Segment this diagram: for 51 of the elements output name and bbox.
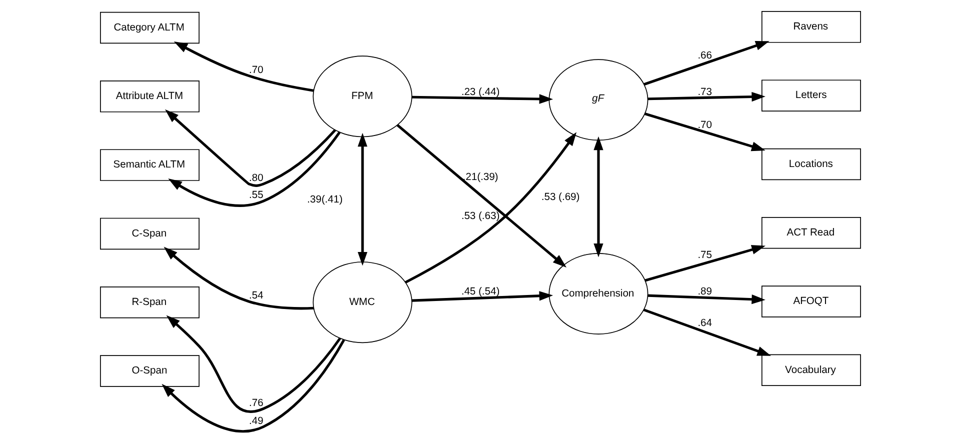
node-ellipse: FPM <box>312 56 412 138</box>
edge-label: .70 <box>698 120 712 131</box>
node-box: Vocabulary <box>761 354 861 386</box>
edge-label: .21(.39) <box>462 172 498 184</box>
node-ellipse: WMC <box>312 262 412 344</box>
arrow <box>644 244 766 282</box>
node-box: ACT Read <box>761 216 861 249</box>
node-box: Locations <box>761 148 861 180</box>
edge-label: .55 <box>249 190 264 202</box>
node-box: Semantic ALTM <box>100 149 200 181</box>
edge-label: .75 <box>698 250 712 262</box>
edge-label: .53 (.69) <box>541 192 580 203</box>
edge-label: .80 <box>249 173 264 184</box>
arrow <box>644 41 770 86</box>
node-box: Ravens <box>761 11 861 43</box>
arrow <box>164 246 314 310</box>
node-box: Attribute ALTM <box>100 80 200 112</box>
arrow <box>643 308 772 356</box>
arrow <box>644 112 766 152</box>
arrow <box>594 136 604 258</box>
edge-label: .64 <box>698 318 712 330</box>
edge-label: .53 (.63) <box>461 210 500 222</box>
edge-label: .66 <box>698 50 712 62</box>
edge-label: .89 <box>698 286 712 298</box>
edge-label: .76 <box>249 398 264 409</box>
node-box: Letters <box>761 80 861 112</box>
node-box: Category ALTM <box>100 12 200 44</box>
arrow <box>166 315 342 413</box>
edge-label: .70 <box>249 64 264 76</box>
arrow <box>165 109 336 187</box>
arrow <box>162 339 345 432</box>
edge-label: .39(.41) <box>307 194 343 206</box>
edge-label: .45 (.54) <box>461 286 500 298</box>
edge-label: .49 <box>249 416 264 427</box>
edge-label: .23 (.44) <box>461 87 500 98</box>
arrow <box>648 294 766 304</box>
arrow <box>174 41 314 92</box>
arrow <box>648 92 766 102</box>
arrow <box>412 291 554 302</box>
node-box: R-Span <box>100 286 200 318</box>
arrow <box>396 124 566 268</box>
edge-label: .73 <box>698 87 712 98</box>
arrow <box>358 132 368 266</box>
edge-label: .54 <box>249 290 264 302</box>
node-box: O-Span <box>100 355 200 387</box>
node-box: AFOQT <box>761 286 861 318</box>
node-ellipse: gF <box>548 59 648 141</box>
arrow <box>168 132 341 207</box>
arrow <box>412 94 554 104</box>
node-box: C-Span <box>100 218 200 250</box>
arrow <box>404 132 577 284</box>
